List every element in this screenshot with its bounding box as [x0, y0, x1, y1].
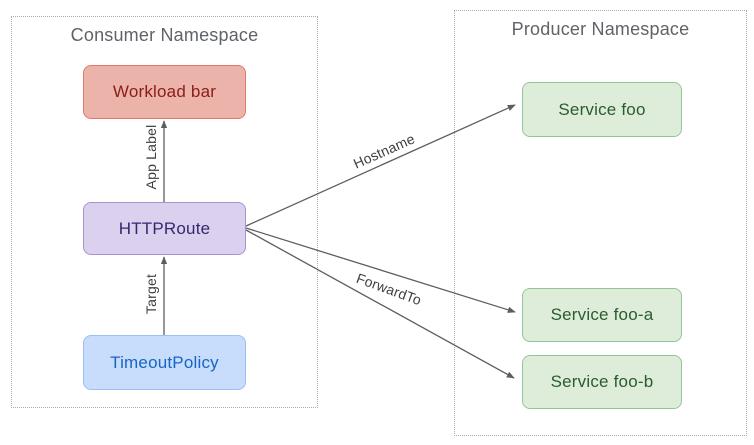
producer-namespace-title: Producer Namespace [511, 19, 690, 39]
consumer-namespace-title: Consumer Namespace [70, 25, 259, 45]
edge-label-forwardto: ForwardTo [354, 269, 424, 309]
node-service-foo-a: Service foo-a [522, 288, 682, 342]
edge-label-target: Target [143, 273, 159, 315]
edge-label-hostname: Hostname [350, 130, 418, 172]
node-service-foo-b: Service foo-b [522, 355, 682, 409]
node-timeoutpolicy: TimeoutPolicy [83, 335, 246, 390]
node-httproute: HTTPRoute [83, 202, 246, 255]
node-workload-bar: Workload bar [83, 65, 246, 119]
edge-label-app-label: App Label [143, 124, 159, 190]
node-service-foo: Service foo [522, 82, 682, 137]
